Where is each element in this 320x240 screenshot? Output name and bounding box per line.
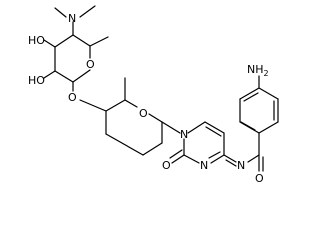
- bond-n-amide-c: [247, 154, 260, 163]
- bond-glyco-o-c4p: [79, 99, 107, 112]
- bond-benz-4-5: [258, 87, 279, 100]
- bond-benz-1-2-double: [240, 121, 256, 131]
- atom-label-sugar-ring-oxygen: O: [86, 58, 95, 71]
- bond-benz-6-1: [258, 121, 279, 134]
- atom-label-hydroxyl-upper: HO: [28, 34, 45, 47]
- bond-c4-n3-double: [208, 151, 221, 159]
- bond-c2-oh: [43, 70, 56, 79]
- bond-n-methyl2: [79, 5, 96, 18]
- bond-n-amide-double: [225, 159, 237, 167]
- atom-label-aryl-amine: NH2: [247, 63, 269, 78]
- atom-label-pyrimidine-n1: N: [180, 128, 188, 141]
- bond-c4-n-amide: [223, 154, 237, 163]
- molecule-structure: N HO HO O O O N N O N O NH2: [28, 5, 279, 185]
- bond-c4-c5: [72, 34, 91, 47]
- atom-label-aryl-amine-subscript: 2: [264, 69, 269, 78]
- atom-label-hydroxyl-lower: HO: [28, 74, 45, 87]
- atom-label-carbonyl-oxygen: O: [162, 159, 171, 172]
- bond-n1-c6: [187, 121, 206, 134]
- atom-label-aryl-amine-main: NH: [247, 63, 264, 76]
- bond-c4p-c5p: [105, 99, 126, 112]
- bond-methyl1-n: [54, 7, 67, 18]
- atom-label-pyrimidine-n3: N: [200, 159, 208, 172]
- bond-c5p-o: [124, 99, 138, 108]
- bond-c3-oh: [43, 39, 56, 48]
- bond-benz-3-4-double: [243, 92, 259, 102]
- bond-o5-c1: [72, 69, 91, 83]
- atom-label-dimethylamino-n: N: [68, 12, 76, 25]
- bond-c3-c4: [54, 34, 74, 48]
- atom-labels: N HO HO O O O N N O N O NH2: [28, 12, 269, 185]
- bond-benz-3-4: [239, 87, 260, 100]
- bond-c6-c5: [204, 121, 225, 134]
- atom-label-amide-oxygen: O: [255, 172, 264, 185]
- bond-n3-c2: [183, 154, 200, 164]
- atom-label-amide-nitrogen: N: [237, 159, 245, 172]
- bond-c2p-c3p: [142, 142, 163, 156]
- bond-o-c1p: [148, 113, 163, 123]
- bond-c3p-c4pp: [105, 133, 144, 156]
- bond-c6-c5-double: [205, 126, 222, 137]
- bond-c1p-n1: [161, 121, 181, 134]
- bond-c1-c2: [54, 70, 74, 83]
- bond-c2-o-double: [169, 149, 183, 159]
- bond-c2-o: [171, 154, 185, 164]
- bond-c5-methyl: [89, 36, 109, 47]
- bond-c4-n3: [210, 154, 225, 164]
- bond-lines: [43, 5, 279, 172]
- atom-label-oxane-ring-oxygen: O: [139, 107, 148, 120]
- atom-label-glycosidic-oxygen: O: [68, 91, 77, 104]
